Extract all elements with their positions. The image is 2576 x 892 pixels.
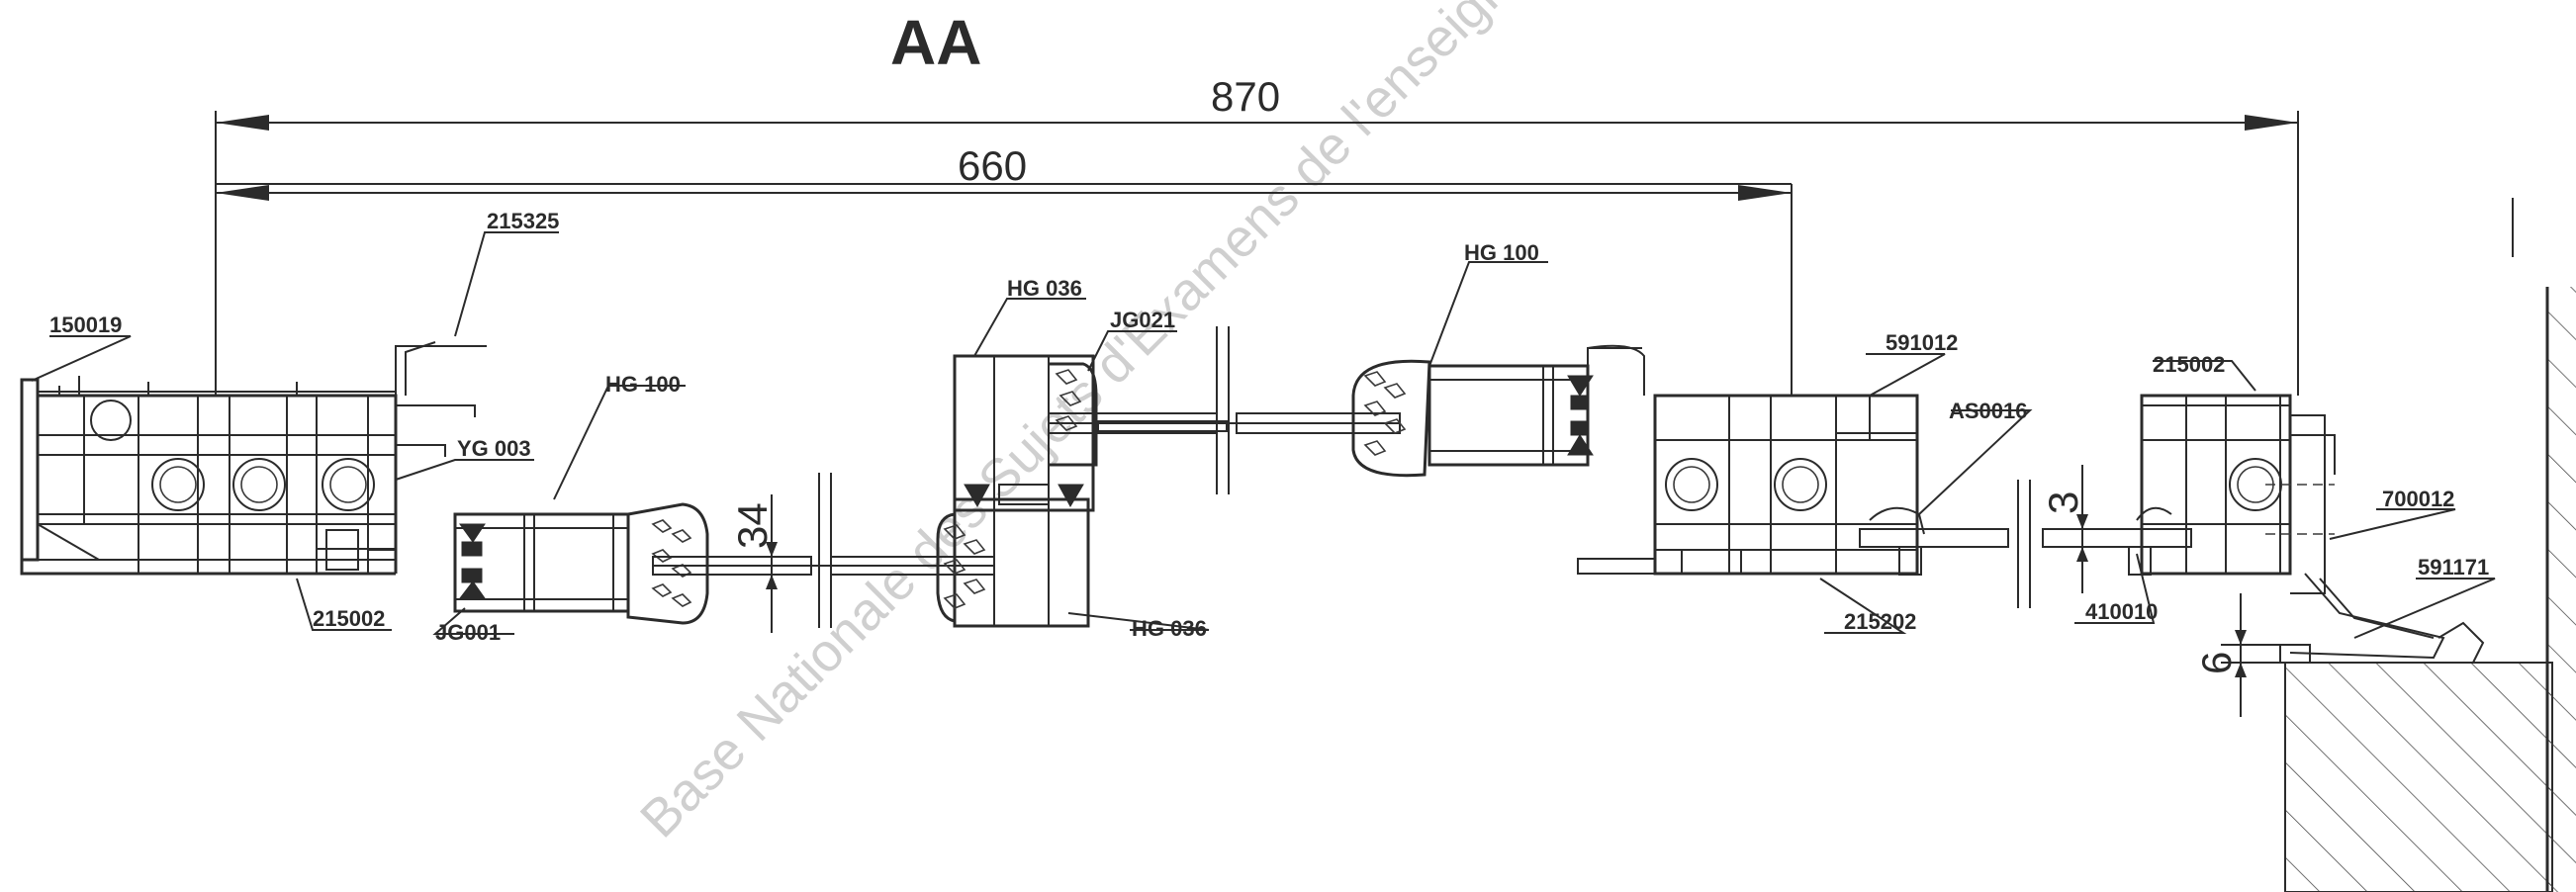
label-as0016: AS0016 <box>1949 399 2028 423</box>
section-title: AA <box>890 7 981 78</box>
dimension-3-label: 3 <box>2040 491 2086 514</box>
dimension-660-label: 660 <box>958 142 1027 189</box>
label-591012: 591012 <box>1886 330 1958 355</box>
label-591171: 591171 <box>2418 555 2489 580</box>
label-215325: 215325 <box>487 209 559 233</box>
dimension-870: 870 <box>215 73 2299 396</box>
label-jg001: JG001 <box>435 620 501 645</box>
label-215202: 215202 <box>1844 609 1916 634</box>
leader-lines <box>31 231 2496 639</box>
label-215002-right: 215002 <box>2153 352 2225 377</box>
dimension-34-label: 34 <box>729 502 776 549</box>
center-glass-pane <box>1048 326 1401 494</box>
masonry-wall <box>2284 198 2576 892</box>
dimension-870-label: 870 <box>1211 73 1280 120</box>
right-sash-profile <box>1351 344 1645 478</box>
right-wall-frame-profile: 6 <box>2140 394 2485 717</box>
center-interlock-profiles <box>936 354 1228 628</box>
dimension-6-label: 6 <box>2193 652 2240 674</box>
left-sash-profile <box>453 502 709 625</box>
left-frame-profile <box>20 341 487 576</box>
label-410010: 410010 <box>2085 599 2158 624</box>
label-yg003: YG 003 <box>457 436 531 461</box>
label-hg036-bottom: HG 036 <box>1132 616 1207 641</box>
part-labels: 150019 215325 YG 003 HG 100 215002 JG001… <box>49 209 2489 645</box>
label-jg021: JG021 <box>1110 308 1175 332</box>
watermark-text: Base Nationale des Sujets d'Examens de l… <box>629 0 2193 848</box>
label-hg100-left: HG 100 <box>605 372 681 397</box>
dimension-660: 660 <box>216 142 1793 396</box>
label-150019: 150019 <box>49 312 122 337</box>
right-frame-profile: 3 <box>1577 394 2192 608</box>
label-hg036-top: HG 036 <box>1007 276 1082 301</box>
label-hg100-right: HG 100 <box>1464 240 1539 265</box>
label-700012: 700012 <box>2382 487 2454 511</box>
label-215002-left: 215002 <box>313 606 385 631</box>
